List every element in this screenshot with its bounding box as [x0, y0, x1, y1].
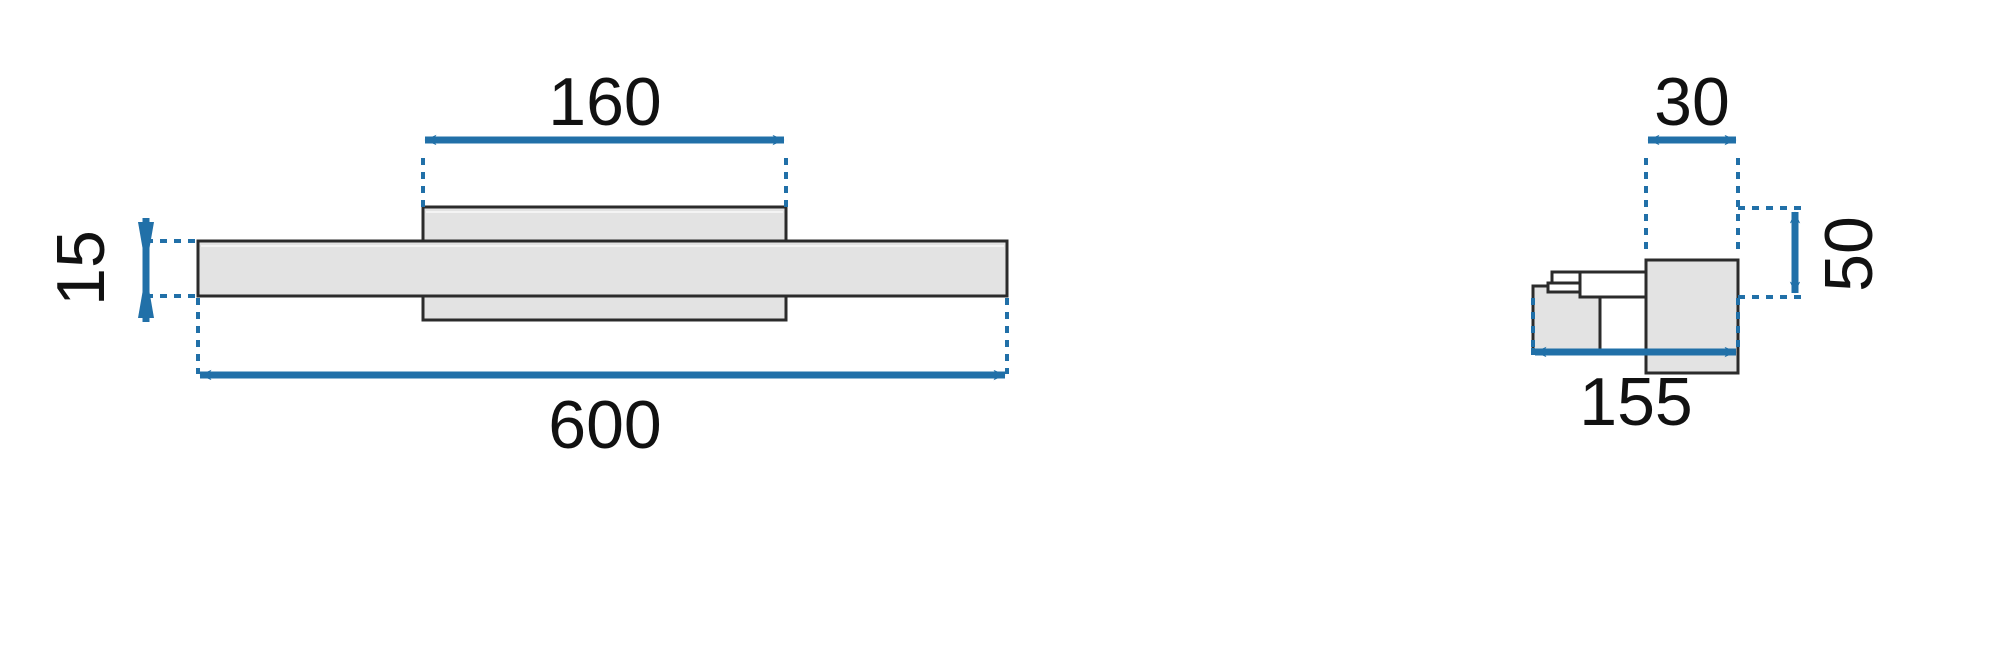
side-view-extension-lines — [1531, 158, 1802, 355]
dim-label-600: 600 — [548, 387, 661, 463]
dim-label-155: 155 — [1579, 364, 1692, 440]
dim-label-160: 160 — [548, 64, 661, 140]
side-view-lamp-body — [1644, 258, 1740, 375]
front-view-dimension-arrows — [138, 134, 1006, 381]
front-view-light-bar — [196, 239, 1009, 298]
dim-arrowhead-15-bottom — [138, 272, 154, 318]
dim-label-50: 50 — [1811, 216, 1887, 292]
front-view-extension-lines — [146, 158, 1009, 374]
side-view-dimension-arrows — [1534, 134, 1801, 358]
dim-label-15: 15 — [43, 230, 119, 306]
dim-label-30: 30 — [1654, 64, 1730, 140]
dim-arrowhead-15-top — [138, 222, 154, 268]
side-view-group — [1531, 258, 1740, 375]
front-view-group — [196, 205, 1009, 322]
side-view-terminal-lower — [1546, 281, 1585, 294]
